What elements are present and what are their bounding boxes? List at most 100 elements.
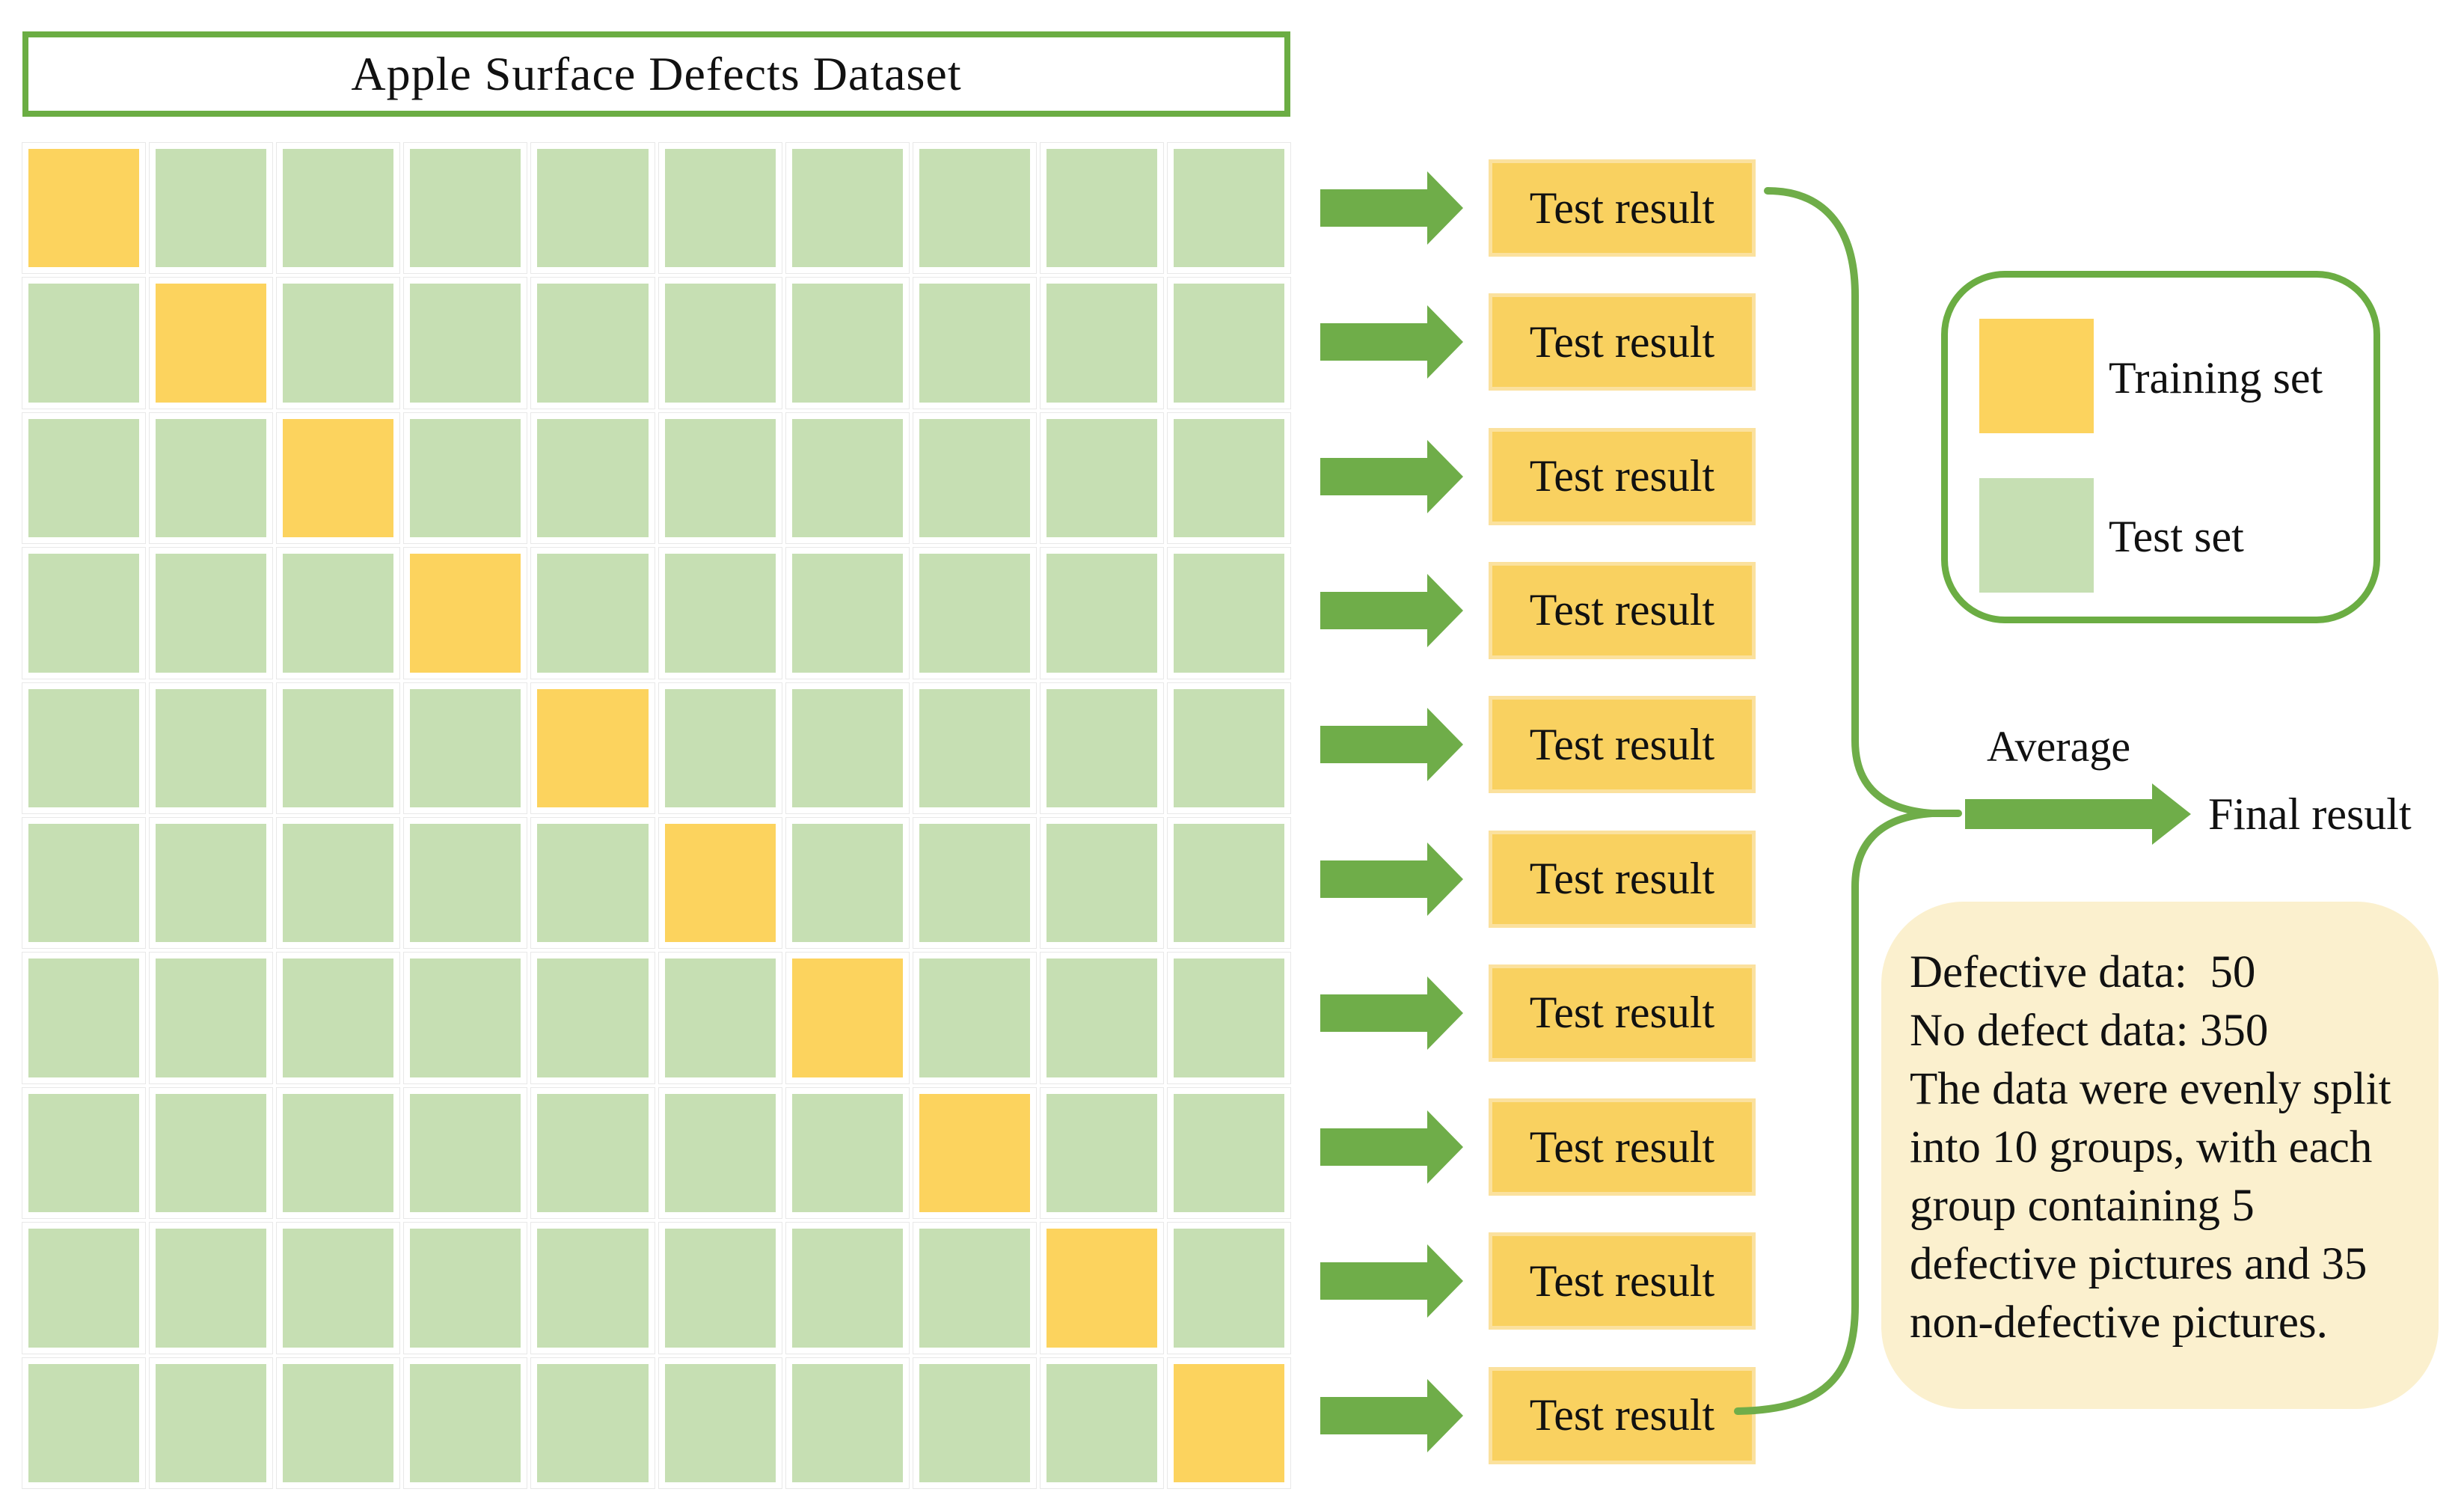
row-arrow-icon xyxy=(1427,171,1463,245)
grid-cell-test xyxy=(785,682,910,814)
grid-cell-test xyxy=(149,816,274,950)
test-cell-fill xyxy=(283,1229,394,1348)
test-cell-fill xyxy=(283,823,394,943)
grid-cell-test xyxy=(149,412,274,545)
info-line: non-defective pictures. xyxy=(1910,1297,2328,1348)
test-cell-fill xyxy=(1173,418,1284,538)
test-cell-fill xyxy=(28,284,140,403)
test-cell-fill xyxy=(791,149,903,268)
grid-cell-training xyxy=(1166,1357,1291,1489)
grid-cell-training xyxy=(403,547,528,679)
test-cell-fill xyxy=(410,1093,521,1213)
test-cell-fill xyxy=(791,284,903,403)
test-result-box: Test result xyxy=(1489,561,1756,659)
grid-cell-training xyxy=(1039,1222,1164,1354)
test-cell-fill xyxy=(1173,284,1284,403)
grid-cell-test xyxy=(912,952,1037,1084)
test-result-box: Test result xyxy=(1489,830,1756,928)
row-arrow-shaft xyxy=(1320,323,1427,361)
grid-cell-test xyxy=(1166,1086,1291,1220)
test-cell-fill xyxy=(537,149,649,268)
test-cell-fill xyxy=(410,284,521,403)
test-cell-fill xyxy=(410,959,521,1077)
grid-cell-test xyxy=(276,1086,401,1220)
grid-cell-test xyxy=(22,547,147,679)
training-cell-fill xyxy=(283,418,394,538)
test-cell-fill xyxy=(1046,554,1157,673)
test-cell-fill xyxy=(28,1093,140,1213)
grid-cell-test xyxy=(658,412,782,545)
grid-cell-test xyxy=(149,952,274,1084)
grid-cell-training xyxy=(149,277,274,409)
test-cell-fill xyxy=(28,823,140,943)
test-cell-fill xyxy=(1046,688,1157,807)
grid-cell-test xyxy=(912,1222,1037,1354)
training-cell-fill xyxy=(537,688,649,807)
test-cell-fill xyxy=(791,688,903,807)
grid-cell-test xyxy=(1166,142,1291,275)
grid-cell-test xyxy=(22,1086,147,1220)
test-cell-fill xyxy=(537,1363,649,1482)
row-arrow-shaft xyxy=(1320,860,1427,898)
grid-cell-test xyxy=(22,412,147,545)
grid-cell-test xyxy=(785,1357,910,1489)
grid-cell-test xyxy=(912,816,1037,950)
row-arrow-icon xyxy=(1427,1110,1463,1184)
dataset-title-box: Apple Surface Defects Dataset xyxy=(22,31,1290,117)
grid-cell-test xyxy=(1039,816,1164,950)
grid-cell-test xyxy=(1039,277,1164,409)
test-cell-fill xyxy=(156,418,267,538)
test-cell-fill xyxy=(537,959,649,1077)
grid-cell-test xyxy=(530,1086,655,1220)
test-cell-fill xyxy=(791,823,903,943)
test-cell-fill xyxy=(537,554,649,673)
grid-cell-test xyxy=(276,1222,401,1354)
test-cell-fill xyxy=(791,1229,903,1348)
test-cell-fill xyxy=(1173,823,1284,943)
test-result-box: Test result xyxy=(1489,1366,1756,1464)
test-cell-fill xyxy=(791,1093,903,1213)
grid-cell-training xyxy=(658,816,782,950)
test-cell-fill xyxy=(410,688,521,807)
test-cell-fill xyxy=(1046,418,1157,538)
test-cell-fill xyxy=(410,418,521,538)
test-cell-fill xyxy=(1046,1363,1157,1482)
test-cell-fill xyxy=(919,418,1030,538)
test-cell-fill xyxy=(283,959,394,1077)
legend-training-swatch xyxy=(1979,319,2094,433)
test-cell-fill xyxy=(664,284,776,403)
test-cell-fill xyxy=(283,1363,394,1482)
grid-cell-test xyxy=(785,816,910,950)
test-cell-fill xyxy=(1173,1093,1284,1213)
grid-cell-test xyxy=(22,952,147,1084)
test-cell-fill xyxy=(919,823,1030,943)
grid-cell-test xyxy=(403,142,528,275)
grid-cell-test xyxy=(1166,412,1291,545)
grid-cell-test xyxy=(658,1222,782,1354)
test-result-box: Test result xyxy=(1489,1098,1756,1196)
legend-test-label: Test set xyxy=(2109,512,2244,561)
training-cell-fill xyxy=(919,1093,1030,1213)
average-arrow-shaft xyxy=(1965,799,2152,829)
grid-cell-test xyxy=(22,816,147,950)
test-cell-fill xyxy=(156,1363,267,1482)
grid-cell-test xyxy=(276,952,401,1084)
grid-cell-test xyxy=(403,952,528,1084)
grid-cell-test xyxy=(658,1357,782,1489)
grid-cell-test xyxy=(658,547,782,679)
row-arrow-icon xyxy=(1427,1244,1463,1318)
grid-cell-test xyxy=(403,412,528,545)
test-cell-fill xyxy=(410,149,521,268)
legend-test-swatch xyxy=(1979,478,2094,593)
test-cell-fill xyxy=(664,149,776,268)
test-cell-fill xyxy=(791,554,903,673)
grid-cell-test xyxy=(22,682,147,814)
test-cell-fill xyxy=(283,149,394,268)
grid-cell-test xyxy=(785,277,910,409)
row-arrow-shaft xyxy=(1320,591,1427,629)
test-cell-fill xyxy=(28,1363,140,1482)
test-cell-fill xyxy=(283,284,394,403)
test-cell-fill xyxy=(664,1093,776,1213)
grid-cell-test xyxy=(276,1357,401,1489)
test-result-box: Test result xyxy=(1489,159,1756,257)
